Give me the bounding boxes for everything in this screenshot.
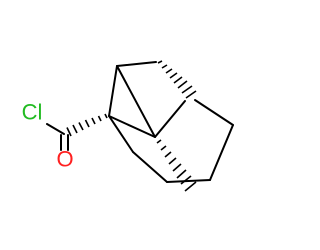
bond-c-cl [46,123,65,135]
structure-canvas: Cl O [22,60,234,192]
ring-bonds [108,61,234,183]
hashed-bond-top [157,60,197,99]
hashed-wedge-bond [66,113,108,137]
chlorine-atom-label: Cl [22,100,43,125]
hashed-bond-bottom [156,139,197,192]
molecule-structure: Cl O [22,60,234,192]
oxygen-atom-label: O [56,147,73,172]
